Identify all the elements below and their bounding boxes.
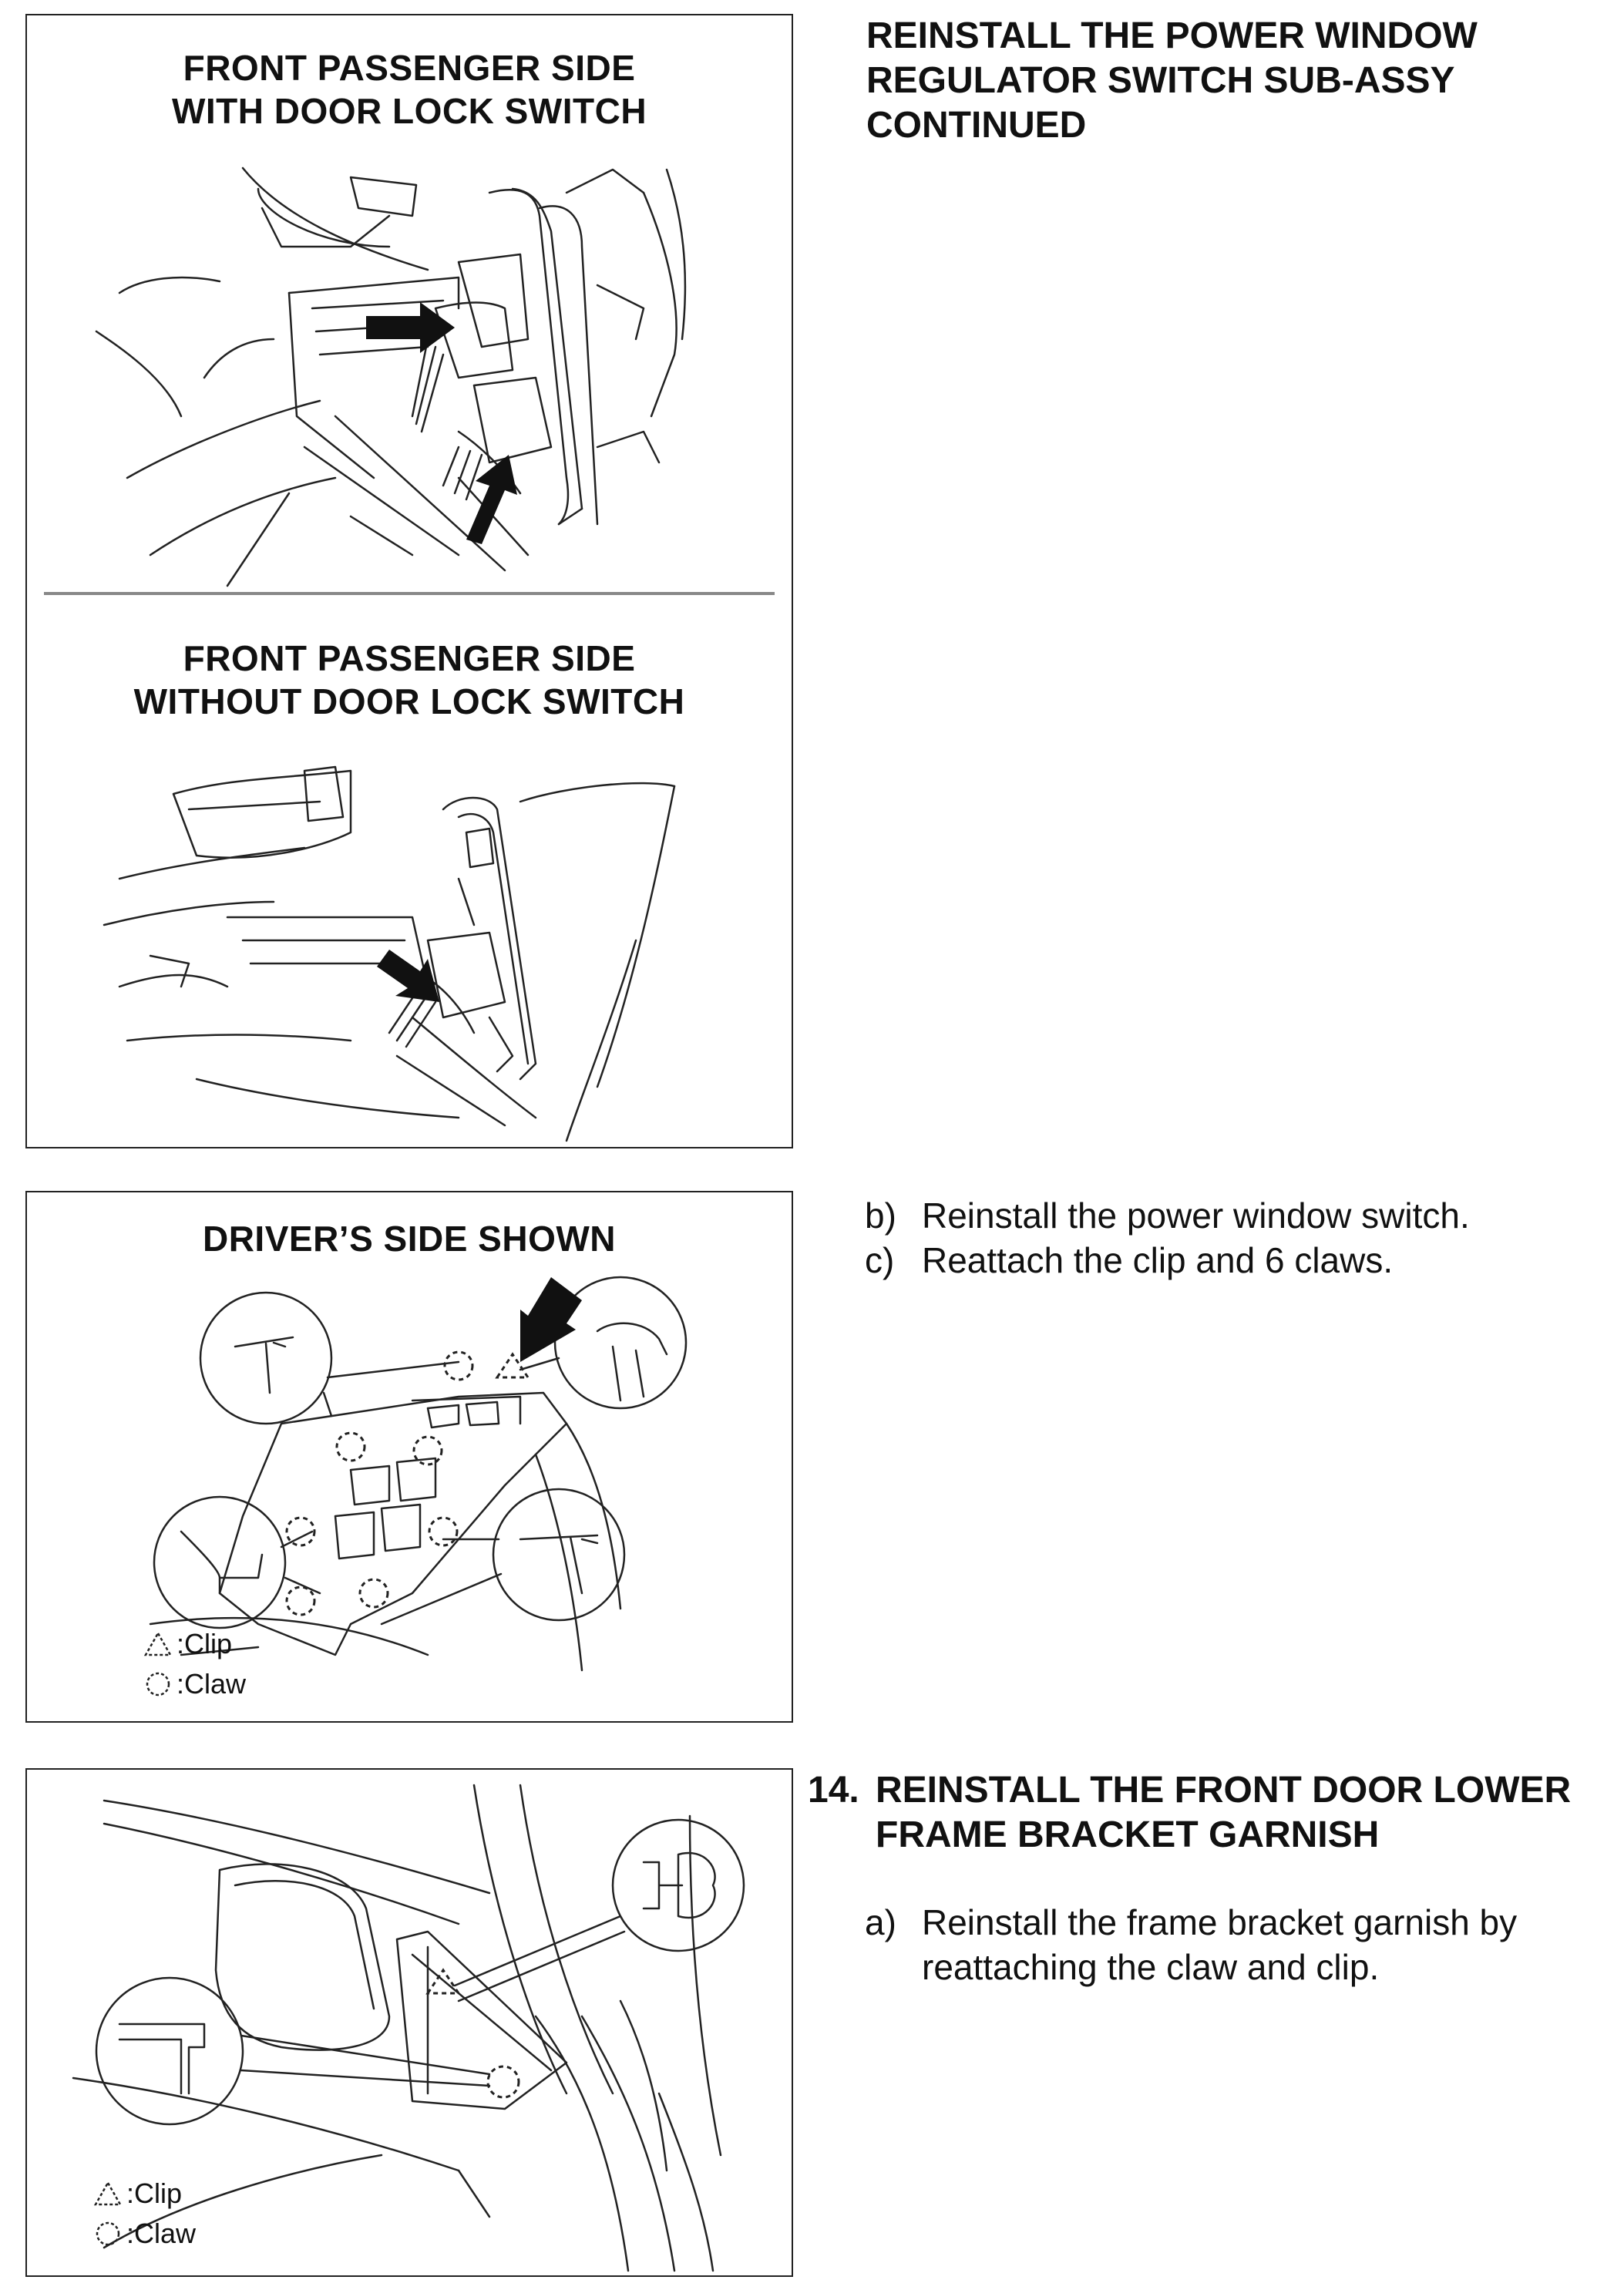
figure1-bottom-title-line1: FRONT PASSENGER SIDE <box>183 638 636 678</box>
clip-triangle-icon <box>93 2181 123 2206</box>
legend-clip-row: :Clip <box>143 1624 246 1664</box>
arrow-connector-2-icon <box>466 455 517 544</box>
step-b-text: Reinstall the power window switch. <box>922 1195 1470 1236</box>
section-14-step-a: a) Reinstall the frame bracket garnish b… <box>865 1900 1605 1989</box>
step-a-text-line2: reattaching the claw and clip. <box>922 1947 1380 1987</box>
driver-switch-claws-illustration <box>149 1276 688 1672</box>
section-14-title-line2: FRAME BRACKET GARNISH <box>876 1814 1380 1855</box>
step-a-letter: a) <box>865 1902 896 1942</box>
figure-frame-bracket-garnish: :Clip :Claw <box>25 1768 793 2277</box>
page-header-title: REINSTALL THE POWER WINDOW REGULATOR SWI… <box>866 15 1478 146</box>
section-14-heading: 14. REINSTALL THE FRONT DOOR LOWER FRAME … <box>808 1768 1617 1858</box>
passenger-door-with-lock-switch-illustration <box>95 166 687 587</box>
step-c-text: Reattach the clip and 6 claws. <box>922 1240 1394 1280</box>
section-14-number: 14. <box>808 1770 859 1811</box>
legend3-clip-label: :Clip <box>126 2177 183 2209</box>
arrow-connector-1-icon <box>366 302 455 353</box>
step-a: a) Reinstall the frame bracket garnish b… <box>865 1900 1605 1989</box>
legend-clip-label: :Clip <box>177 1628 233 1659</box>
claw-circle-icon <box>96 2221 120 2246</box>
clip-triangle-icon <box>143 1631 173 1656</box>
section-14-heading-line1: 14. REINSTALL THE FRONT DOOR LOWER <box>808 1768 1617 1813</box>
figure1-top-title-line2: WITH DOOR LOCK SWITCH <box>171 91 647 131</box>
legend-claw-label: :Claw <box>177 1668 247 1700</box>
step-c: c) Reattach the clip and 6 claws. <box>865 1238 1605 1283</box>
section-14-title-line1: REINSTALL THE FRONT DOOR LOWER <box>876 1770 1572 1811</box>
figure-driver-switch-clips: DRIVER’S SIDE SHOWN <box>25 1191 793 1723</box>
frame-bracket-garnish-illustration <box>72 1784 745 2272</box>
figure1-top-title-line1: FRONT PASSENGER SIDE <box>183 48 636 88</box>
legend-claw-row: :Claw <box>143 1664 246 1704</box>
legend3-clip-row: :Clip <box>92 2174 196 2214</box>
push-arrow-icon <box>520 1277 582 1362</box>
step-a-text-line1: Reinstall the frame bracket garnish by <box>922 1902 1518 1942</box>
figure-door-switch-connectors: FRONT PASSENGER SIDE WITH DOOR LOCK SWIT… <box>25 14 793 1148</box>
legend3-claw-label: :Claw <box>126 2218 197 2249</box>
step-b: b) Reinstall the power window switch. <box>865 1193 1605 1238</box>
step-c-letter: c) <box>865 1240 895 1280</box>
figure2-title: DRIVER’S SIDE SHOWN <box>202 1219 616 1259</box>
figure3-legend: :Clip :Claw <box>92 2174 196 2254</box>
steps-group1: b) Reinstall the power window switch. c)… <box>865 1193 1605 1283</box>
legend3-claw-row: :Claw <box>92 2214 196 2254</box>
figure1-bottom-title-line2: WITHOUT DOOR LOCK SWITCH <box>133 681 685 721</box>
step-b-letter: b) <box>865 1195 896 1236</box>
claw-circle-icon <box>146 1672 170 1696</box>
figure1-divider <box>44 592 775 595</box>
figure2-legend: :Clip :Claw <box>143 1624 246 1704</box>
